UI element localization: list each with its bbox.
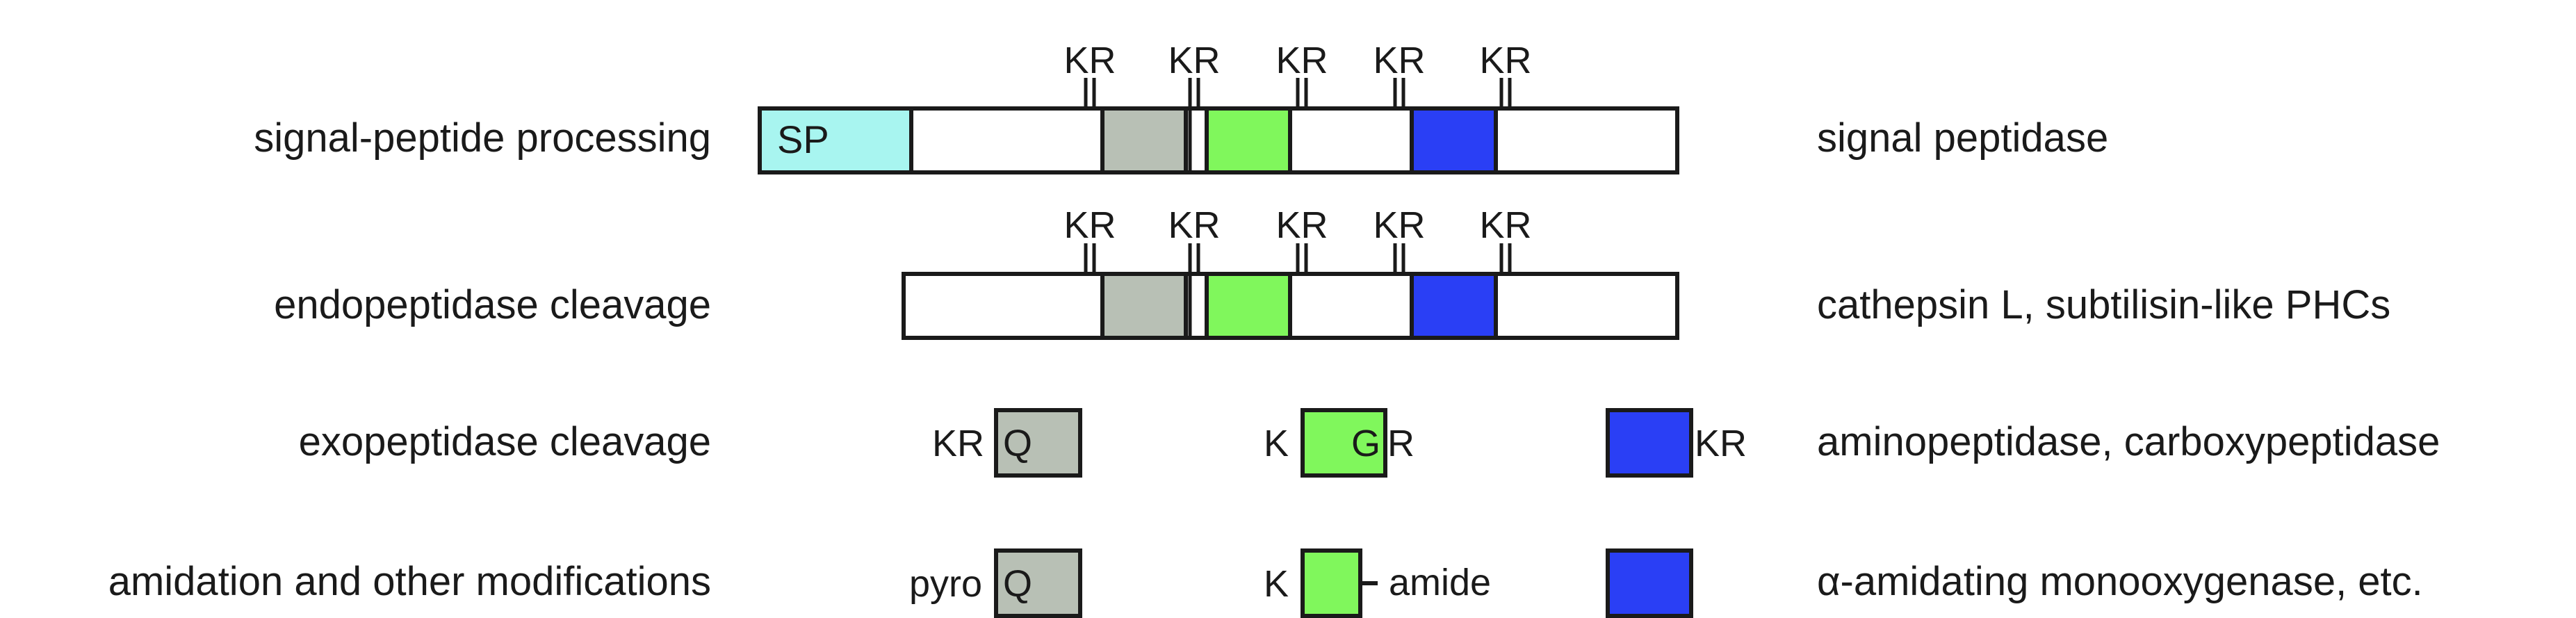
blue-peptide-fragment: [1606, 408, 1693, 478]
kr-site-label: KR: [1168, 204, 1220, 246]
gray-peptide-segment: [1100, 106, 1188, 174]
gray-peptide-final: [994, 548, 1082, 618]
enzyme-label-signal: signal peptidase: [1817, 115, 2108, 161]
kr-site-ticks: [1084, 243, 1512, 273]
green-peptide-residue: G: [1351, 423, 1380, 464]
blue-peptide-suffix: KR: [1695, 423, 1747, 464]
kr-site-label: KR: [1479, 40, 1531, 81]
stage-label-amid: amidation and other modifications: [108, 559, 711, 604]
kr-site-label: KR: [1373, 40, 1425, 81]
green-peptide-suffix: R: [1387, 423, 1415, 464]
enzyme-label-exo: aminopeptidase, carboxypeptidase: [1817, 419, 2440, 464]
blue-peptide-segment: [1410, 106, 1498, 174]
green-peptide-segment: [1205, 106, 1292, 174]
gray-peptide-prefix: KR: [932, 423, 984, 464]
gray-peptide-fragment: [994, 408, 1082, 478]
blue-peptide-segment: [1410, 272, 1498, 340]
stage-label-exo: exopeptidase cleavage: [299, 419, 711, 464]
green-peptide-fragment: [1301, 408, 1387, 478]
row-signal-peptide-processing: signal-peptide processing KR KR KR KR KR…: [254, 40, 2108, 174]
gray-peptide-residue: Q: [1003, 423, 1032, 464]
kr-site-label: KR: [1063, 204, 1116, 246]
row-endopeptidase-cleavage: endopeptidase cleavage KR KR KR KR KR ca…: [274, 204, 2390, 340]
kr-site-label: KR: [1063, 40, 1116, 81]
enzyme-label-amid: α-amidating monooxygenase, etc.: [1817, 559, 2423, 604]
green-peptide-segment: [1205, 272, 1292, 340]
kr-site-label: KR: [1275, 40, 1328, 81]
green-peptide-prefix: K: [1264, 563, 1289, 605]
stage-label-signal: signal-peptide processing: [254, 115, 711, 161]
kr-site-label: KR: [1479, 204, 1531, 246]
gray-peptide-residue: Q: [1003, 563, 1032, 605]
signal-peptide-label: SP: [777, 117, 829, 161]
blue-peptide-final: [1606, 548, 1693, 618]
green-peptide-prefix: K: [1264, 423, 1289, 464]
green-peptide-final: [1301, 548, 1362, 618]
signal-peptide-segment: [758, 106, 913, 174]
row-amidation-modifications: amidation and other modifications pyro Q…: [108, 548, 2423, 618]
enzyme-label-endo: cathepsin L, subtilisin-like PHCs: [1817, 282, 2390, 327]
green-peptide-suffix: amide: [1389, 562, 1491, 603]
gray-peptide-segment: [1100, 272, 1188, 340]
kr-site-label: KR: [1168, 40, 1220, 81]
row-exopeptidase-cleavage: exopeptidase cleavage KR Q K G R KR amin…: [299, 408, 2440, 478]
kr-site-ticks: [1084, 78, 1512, 107]
gray-peptide-prefix: pyro: [909, 563, 982, 605]
kr-site-label: KR: [1275, 204, 1328, 246]
stage-label-endo: endopeptidase cleavage: [274, 282, 711, 327]
kr-site-label: KR: [1373, 204, 1425, 246]
